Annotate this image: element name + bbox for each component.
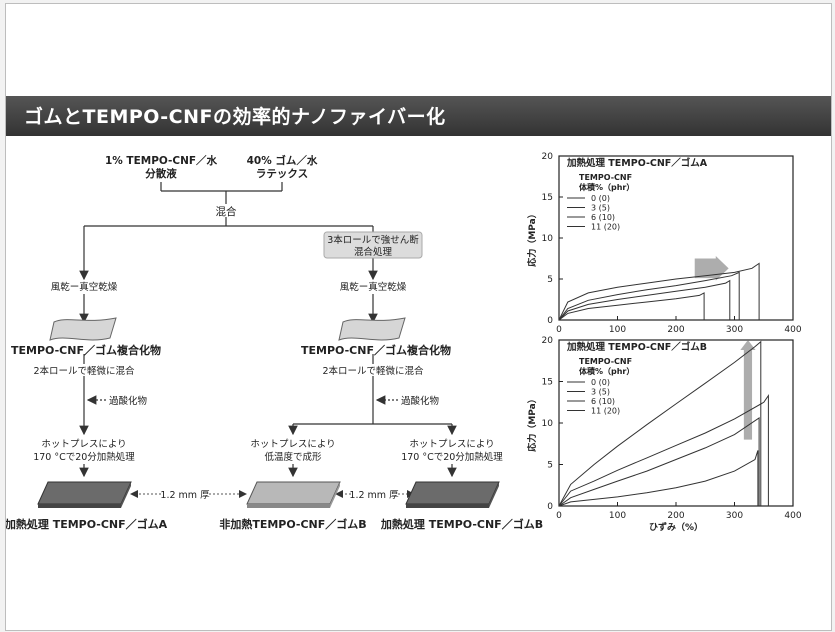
title-bar: ゴムとTEMPO-CNFの効率的ナノファイバー化 xyxy=(6,96,831,136)
product-plate-mid-icon xyxy=(246,481,341,508)
x-tick-label: 100 xyxy=(609,511,626,521)
y-tick-label: 10 xyxy=(542,419,554,429)
legend-label: 11 (20) xyxy=(591,223,620,232)
series-line-1 xyxy=(558,279,731,321)
y-tick-label: 5 xyxy=(547,275,553,285)
thickness-right-label: 1.2 mm 厚 xyxy=(349,490,399,501)
press-right-line1: ホットプレスにより xyxy=(409,439,494,450)
plot-frame xyxy=(558,155,794,321)
y-axis-label: 応力（MPa） xyxy=(526,394,538,451)
slide: ゴムとTEMPO-CNFの効率的ナノファイバー化 1% TEMPO-CNF／水 … xyxy=(5,3,832,631)
y-tick-label: 5 xyxy=(547,461,553,471)
chart-title: 加熱処理 TEMPO-CNF／ゴムA xyxy=(566,157,708,169)
x-tick-label: 400 xyxy=(784,511,801,521)
input1-label-line1: 1% TEMPO-CNF／水 xyxy=(105,154,218,167)
legend-subtitle: 体積%（phr） xyxy=(579,366,634,376)
input2-label-line1: 40% ゴム／水 xyxy=(247,154,318,167)
legend-title: TEMPO-CNF xyxy=(579,357,632,366)
y-tick-label: 0 xyxy=(547,502,553,512)
press-left-line2: 170 °Cで20分加熱処理 xyxy=(33,451,135,463)
legend-label: 6 (10) xyxy=(591,213,615,222)
x-tick-label: 200 xyxy=(667,325,684,335)
y-tick-label: 20 xyxy=(542,152,554,162)
y-tick-label: 10 xyxy=(542,234,554,244)
press-mid-line2: 低温度で成形 xyxy=(264,451,322,463)
y-axis-label: 応力（MPa） xyxy=(526,209,538,266)
x-tick-label: 300 xyxy=(726,325,743,335)
series-line-0 xyxy=(558,450,759,507)
mix-label: 混合 xyxy=(216,205,237,218)
series-line-1 xyxy=(558,417,760,507)
process-flow-diagram: 1% TEMPO-CNF／水 分散液 40% ゴム／水 ラテックス xyxy=(6,154,543,531)
input1-label-line2: 分散液 xyxy=(145,167,177,180)
peroxide-right-label: 過酸化物 xyxy=(401,395,440,407)
input2-label-line2: ラテックス xyxy=(256,168,308,180)
roll-note-line2: 混合処理 xyxy=(354,246,393,258)
mix-light-right-label: 2本ロールで軽微に混合 xyxy=(322,365,424,377)
y-tick-label: 20 xyxy=(542,336,554,346)
dry-right-label: 風乾ー真空乾燥 xyxy=(340,281,407,293)
press-right-line2: 170 °Cで20分加熱処理 xyxy=(401,451,503,463)
mix-light-left-label: 2本ロールで軽微に混合 xyxy=(33,365,135,377)
composite-right-label: TEMPO-CNF／ゴム複合化物 xyxy=(301,343,451,357)
stress-strain-chart-b: 0 100 200 300 400 0 5 10 15 20 加熱処理 TEMPO-CNF／ゴムB T… xyxy=(526,336,802,533)
roll-note-box xyxy=(323,231,423,259)
composite-sheet-left-icon xyxy=(49,317,117,341)
chart-title: 加熱処理 TEMPO-CNF／ゴムB xyxy=(566,341,707,353)
series-line-2 xyxy=(558,393,769,507)
legend-label: 6 (10) xyxy=(591,397,615,406)
y-tick-label: 0 xyxy=(547,316,553,326)
y-tick-label: 15 xyxy=(542,378,553,388)
series-line-0 xyxy=(558,292,705,321)
legend-label: 3 (5) xyxy=(591,204,610,213)
legend-label: 0 (0) xyxy=(591,378,610,387)
stress-strain-chart-a: 0 100 200 300 400 0 5 10 15 20 加熱処理 TEMPO-CNF／ゴムA T… xyxy=(526,152,802,335)
series-line-2 xyxy=(558,271,740,321)
legend-label: 3 (5) xyxy=(591,388,610,397)
legend-label: 11 (20) xyxy=(591,407,620,416)
x-tick-label: 0 xyxy=(556,325,562,335)
composite-left-label: TEMPO-CNF／ゴム複合化物 xyxy=(11,343,161,357)
x-axis-label: ひずみ（%） xyxy=(649,521,703,533)
press-mid-line1: ホットプレスにより xyxy=(250,439,335,450)
legend-label: 0 (0) xyxy=(591,194,610,203)
legend-title: TEMPO-CNF xyxy=(579,173,632,182)
slide-title: ゴムとTEMPO-CNFの効率的ナノファイバー化 xyxy=(24,106,446,128)
product-right-label: 加熱処理 TEMPO-CNF／ゴムB xyxy=(380,517,543,531)
x-tick-label: 400 xyxy=(784,325,801,335)
connector-lines xyxy=(79,182,457,478)
x-tick-label: 0 xyxy=(556,511,562,521)
highlight-arrow-icon xyxy=(740,340,756,440)
dry-left-label: 風乾ー真空乾燥 xyxy=(51,281,118,293)
x-tick-label: 300 xyxy=(726,511,743,521)
peroxide-left-label: 過酸化物 xyxy=(109,395,148,407)
legend-subtitle: 体積%（phr） xyxy=(579,182,634,192)
x-tick-label: 200 xyxy=(667,511,684,521)
series-line-3 xyxy=(558,262,760,321)
x-tick-label: 100 xyxy=(609,325,626,335)
composite-sheet-right-icon xyxy=(338,317,406,341)
series-line-3 xyxy=(558,340,762,507)
product-plate-left-icon xyxy=(37,481,132,508)
roll-note-line1: 3本ロールで強せん断 xyxy=(327,234,419,246)
press-left-line1: ホットプレスにより xyxy=(41,439,126,450)
plot-frame xyxy=(558,339,794,507)
y-tick-label: 15 xyxy=(542,193,553,203)
product-plate-right-icon xyxy=(405,481,500,508)
thickness-left-label: 1.2 mm 厚 xyxy=(160,490,210,501)
product-left-label: 加熱処理 TEMPO-CNF／ゴムA xyxy=(6,517,168,531)
product-mid-label: 非加熱TEMPO-CNF／ゴムB xyxy=(219,517,366,531)
